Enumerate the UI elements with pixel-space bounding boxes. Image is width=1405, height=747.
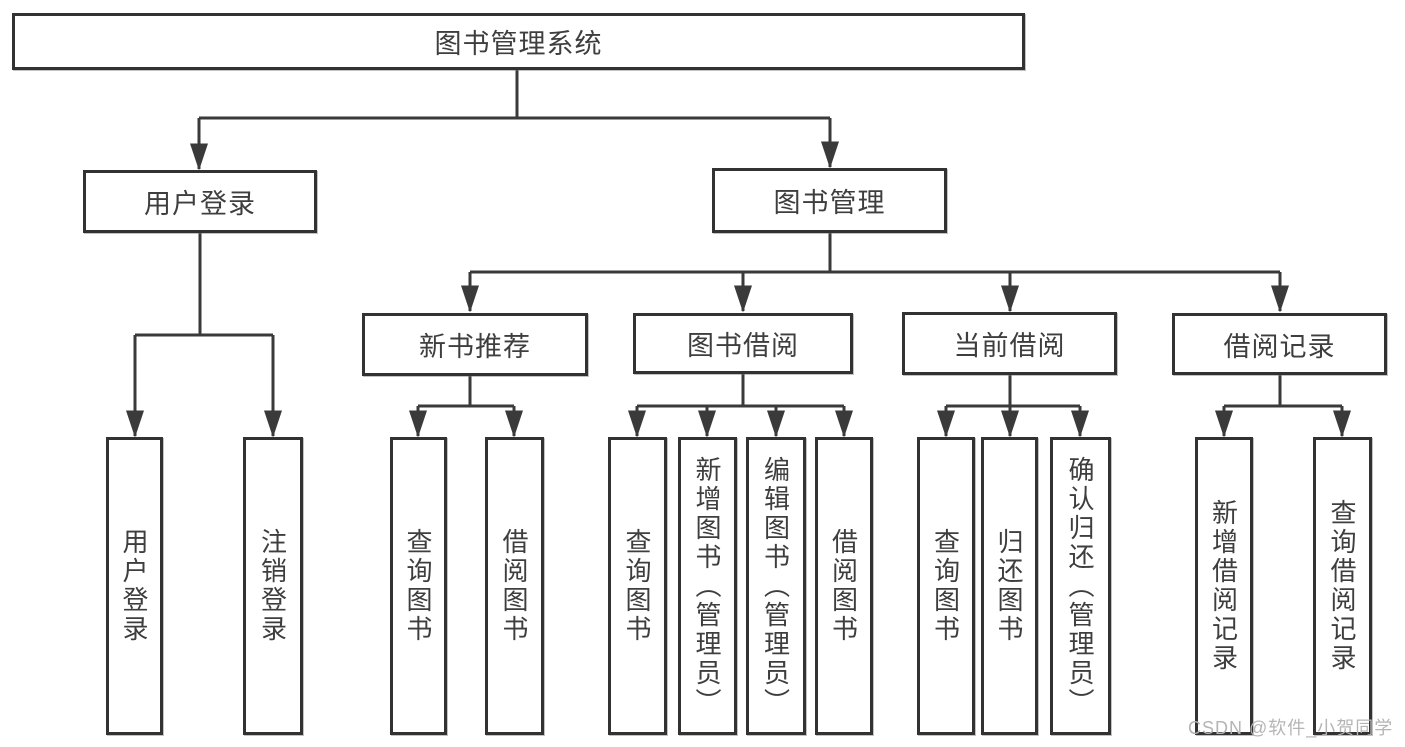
leaf-logout: 注销登录 <box>243 437 303 735</box>
leaf-add-borrow-record: 新增借阅记录 <box>1195 437 1253 735</box>
node-library-system: 图书管理系统 <box>12 13 1025 70</box>
leaf-user-login: 用户登录 <box>106 437 163 735</box>
leaf-borrow-books-recommend: 借阅图书 <box>485 437 544 735</box>
leaf-return-books: 归还图书 <box>981 437 1038 735</box>
node-user-login: 用户登录 <box>83 170 317 233</box>
leaf-edit-book-admin: 编辑图书（管理员） <box>746 437 806 735</box>
node-book-borrowing: 图书借阅 <box>633 313 853 374</box>
node-borrow-records: 借阅记录 <box>1172 313 1387 375</box>
leaf-query-books-borrowing: 查询图书 <box>608 437 667 735</box>
node-current-borrowing: 当前借阅 <box>902 312 1117 375</box>
watermark: CSDN @软件_小贺同学 <box>1188 718 1394 738</box>
leaf-add-book-admin: 新增图书（管理员） <box>678 437 737 735</box>
node-book-management: 图书管理 <box>712 168 947 233</box>
leaf-query-books-recommend: 查询图书 <box>390 437 447 735</box>
node-new-book-recommendation: 新书推荐 <box>362 313 588 376</box>
leaf-borrow-books-borrowing: 借阅图书 <box>815 437 873 735</box>
leaf-query-borrow-record: 查询借阅记录 <box>1313 437 1372 735</box>
leaf-confirm-return-admin: 确认归还（管理员） <box>1050 437 1111 735</box>
leaf-query-books-current: 查询图书 <box>917 437 975 735</box>
